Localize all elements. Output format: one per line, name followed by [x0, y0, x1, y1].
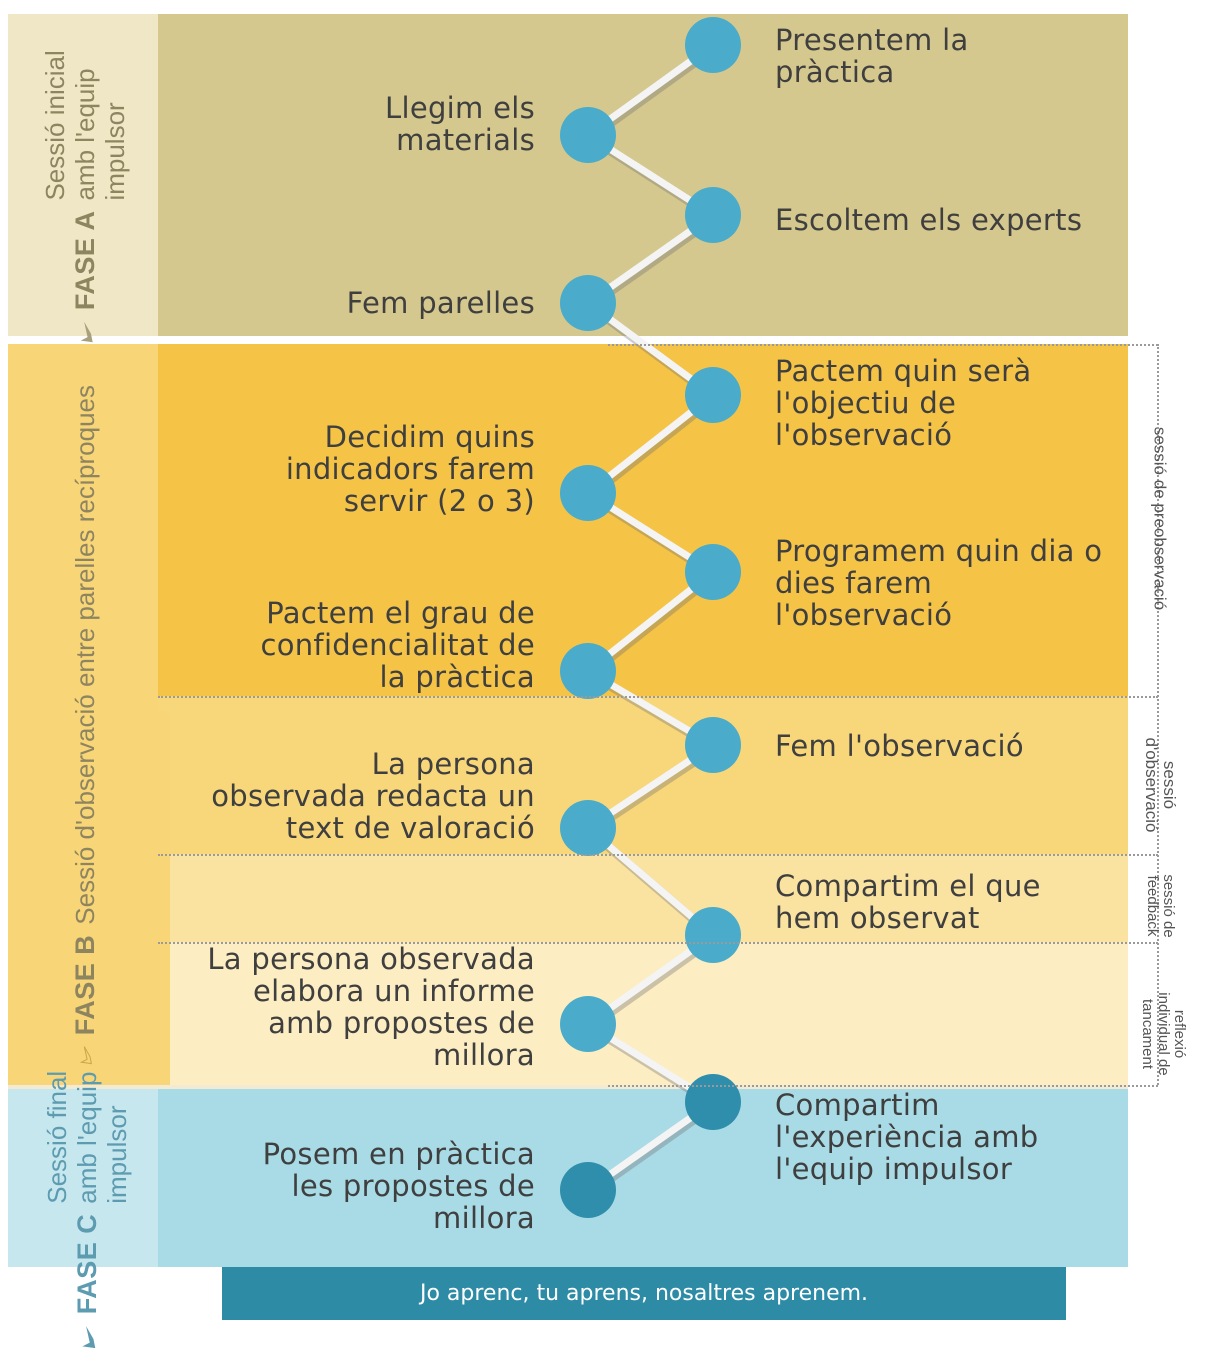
session-divider — [158, 854, 1158, 856]
fase-c-side-band — [8, 1089, 158, 1267]
footer-banner: Jo aprenc, tu aprens, nosaltres aprenem. — [222, 1267, 1066, 1320]
step-dot — [560, 107, 616, 163]
step-pactem-objectiu: Pactem quin serà l'objectiu de l'observa… — [775, 354, 1032, 452]
step-fem-observacio: Fem l'observació — [775, 729, 1024, 763]
session-divider — [158, 696, 1158, 698]
step-fem-parelles: Fem parelles — [346, 286, 535, 320]
step-programem-dia: Programem quin dia o dies farem l'observ… — [775, 534, 1103, 632]
session-preobservacio-label: sessió de preobservació — [1150, 426, 1170, 611]
step-dot — [560, 465, 616, 521]
preobservacio-band — [158, 344, 1128, 696]
fase-b-side-band-lower — [8, 696, 158, 711]
fase-a-description: Sessió inicial amb l'equip impulsor — [40, 50, 130, 201]
step-llegim-materials: Llegim els materials — [385, 91, 535, 157]
session-reflexio-label: reflexió individual de tancament — [1139, 979, 1188, 1089]
fase-c-description: Sessió final amb l'equip impulsor — [42, 1070, 132, 1204]
fase-b-bottom-edge — [8, 1085, 1128, 1089]
step-dot — [685, 187, 741, 243]
step-pactem-confidencialitat: Pactem el grau de confidencialitat de la… — [260, 596, 535, 694]
fase-b-side-band — [8, 344, 166, 711]
step-dot — [685, 17, 741, 73]
fase-c-title: FASE C — [71, 1213, 102, 1315]
step-posem-en-practica: Posem en pràctica les propostes de millo… — [262, 1137, 535, 1235]
step-compartim-observat: Compartim el que hem observat — [775, 869, 1041, 935]
session-divider — [608, 1085, 1158, 1087]
step-dot — [560, 996, 616, 1052]
fase-c-label: FASE C Sessió final amb l'equip impulsor — [42, 1020, 132, 1350]
step-dot — [560, 643, 616, 699]
bird-icon — [82, 1326, 96, 1349]
fase-b-label: FASE B Sessió d'observació entre parelle… — [55, 385, 115, 1065]
step-dot — [685, 907, 741, 963]
session-observacio-text: sessió d'observació — [1142, 737, 1179, 833]
bird-icon — [80, 321, 93, 343]
fase-c-band — [158, 1089, 1128, 1267]
step-compartim-experiencia: Compartim l'experiència amb l'equip impu… — [775, 1088, 1039, 1186]
step-escoltem-experts: Escoltem els experts — [775, 203, 1083, 237]
step-redacta-valoracio: La persona observada redacta un text de … — [211, 747, 535, 845]
step-presentem-practica: Presentem la pràctica — [775, 23, 969, 89]
fase-b-description: Sessió d'observació entre parelles recíp… — [70, 385, 100, 925]
session-reflexio-text: reflexió individual de tancament — [1139, 992, 1188, 1076]
session-divider — [608, 344, 1158, 346]
observacio-band — [158, 696, 1128, 854]
session-observacio-label: sessió d'observació — [1142, 715, 1179, 855]
step-dot — [685, 1074, 741, 1130]
step-dot — [685, 367, 741, 423]
step-dot — [685, 717, 741, 773]
fase-a-label: FASE A Sessió inicial amb l'equip impuls… — [40, 4, 130, 344]
fase-a-title: FASE A — [69, 210, 100, 311]
step-dot — [685, 544, 741, 600]
step-dot — [560, 275, 616, 331]
bird-icon — [79, 1046, 93, 1065]
step-elabora-informe: La persona observada elabora un informe … — [207, 942, 535, 1072]
step-decidim-indicadors: Decidim quins indicadors farem servir (2… — [285, 420, 535, 518]
fase-a-band — [158, 14, 1128, 336]
session-feedback-label: sessió de feedback — [1144, 856, 1177, 956]
step-dot — [560, 1162, 616, 1218]
step-dot — [560, 800, 616, 856]
feedback-band — [158, 854, 1128, 942]
session-divider — [158, 942, 1158, 944]
session-feedback-text: sessió de feedback — [1144, 874, 1177, 938]
fase-a-side-band — [8, 14, 158, 336]
session-bracket — [1157, 344, 1159, 1085]
fase-b-side-band-bottom — [8, 711, 170, 1085]
